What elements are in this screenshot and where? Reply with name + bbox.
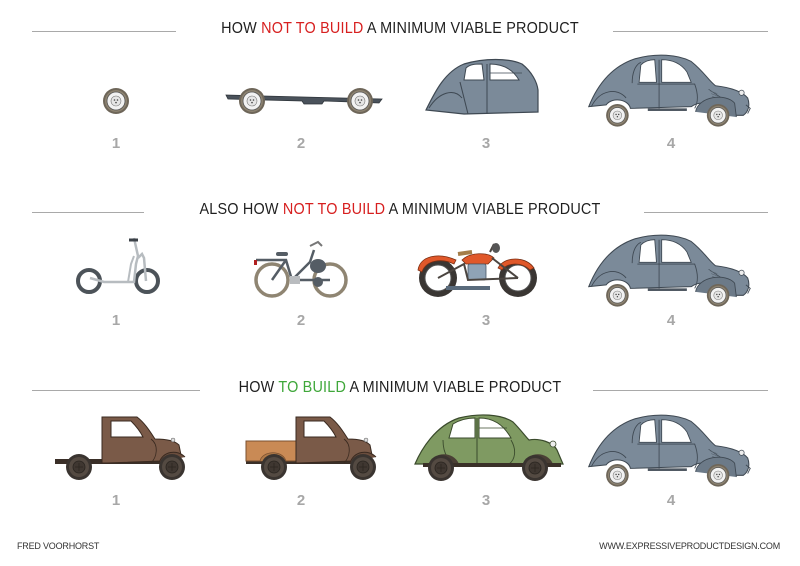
step-number: 1 <box>111 312 121 329</box>
cab-chassis-truck-icon <box>55 415 190 481</box>
author-credit: FRED VOORHORST <box>17 541 100 551</box>
wheel-icon <box>102 87 130 115</box>
section-1-title: HOW NOT TO BUILD A MINIMUM VIABLE PRODUC… <box>0 20 800 44</box>
section-1-heading: HOW NOT TO BUILD A MINIMUM VIABLE PRODUC… <box>28 20 772 38</box>
title-rule-left <box>32 212 144 213</box>
step-number: 4 <box>666 492 676 509</box>
website-link[interactable]: WWW.EXPRESSIVEPRODUCTDESIGN.COM <box>599 541 780 551</box>
section-2-title: ALSO HOW NOT TO BUILD A MINIMUM VIABLE P… <box>0 201 800 225</box>
complete-grey-car-icon <box>587 52 752 130</box>
pickup-truck-icon <box>245 415 381 481</box>
title-highlight: TO BUILD <box>278 379 347 396</box>
title-prefix: HOW <box>238 379 279 396</box>
title-prefix: HOW <box>221 20 262 37</box>
green-car-icon <box>413 414 565 482</box>
title-suffix: A MINIMUM VIABLE PRODUCT <box>346 379 562 396</box>
kick-scooter-icon <box>76 237 164 298</box>
step-number: 2 <box>296 312 306 329</box>
step-number: 1 <box>111 135 121 152</box>
title-rule-right <box>644 212 768 213</box>
title-rule-left <box>32 31 176 32</box>
step-number: 2 <box>296 135 306 152</box>
title-rule-right <box>593 390 768 391</box>
complete-grey-car-icon <box>587 232 752 310</box>
moped-icon <box>252 238 348 300</box>
section-3-title: HOW TO BUILD A MINIMUM VIABLE PRODUCT <box>0 379 800 403</box>
title-prefix: ALSO HOW <box>199 201 283 218</box>
chassis-icon <box>224 85 384 117</box>
step-number: 3 <box>481 492 491 509</box>
title-suffix: A MINIMUM VIABLE PRODUCT <box>363 20 579 37</box>
title-highlight: NOT TO BUILD <box>261 20 364 37</box>
title-rule-right <box>613 31 768 32</box>
step-number: 2 <box>296 492 306 509</box>
step-number: 1 <box>111 492 121 509</box>
motorcycle-icon <box>416 242 540 300</box>
section-2-heading: ALSO HOW NOT TO BUILD A MINIMUM VIABLE P… <box>28 201 772 219</box>
step-number: 3 <box>481 312 491 329</box>
title-highlight: NOT TO BUILD <box>282 201 386 218</box>
complete-grey-car-icon <box>587 412 752 490</box>
car-body-shell-icon <box>424 58 539 118</box>
step-number: 4 <box>666 312 676 329</box>
title-suffix: A MINIMUM VIABLE PRODUCT <box>385 201 601 218</box>
title-rule-left <box>32 390 200 391</box>
step-number: 4 <box>666 135 676 152</box>
section-3-heading: HOW TO BUILD A MINIMUM VIABLE PRODUCT <box>28 379 772 397</box>
step-number: 3 <box>481 135 491 152</box>
